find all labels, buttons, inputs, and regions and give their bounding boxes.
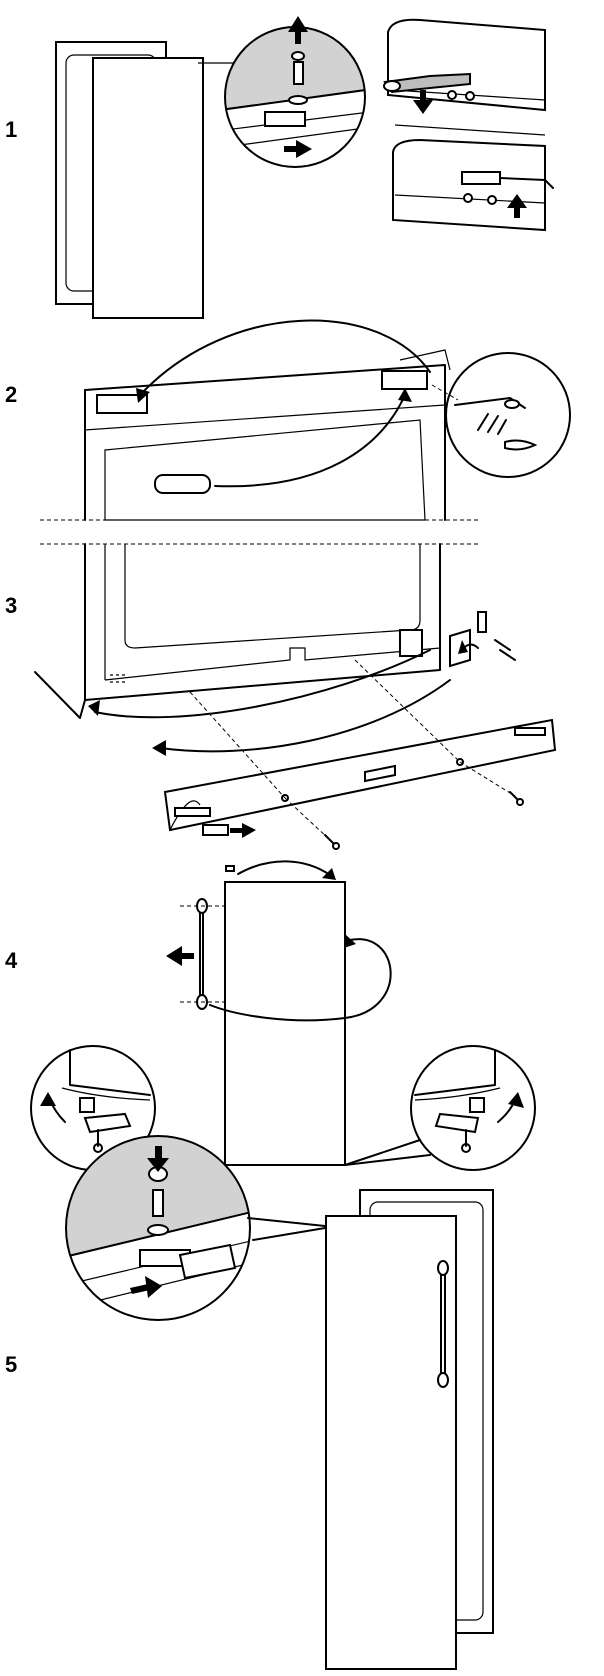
transfer-arrow-path [159,679,451,753]
screw-icon [509,791,524,806]
right-arrow-icon [284,140,312,158]
foot-hinge-bracket [449,611,516,668]
screw-guide-line [354,659,461,763]
fridge-top-panel [84,349,451,521]
step-2-number: 2 [5,382,17,407]
hinge-cover-detail-circle [431,352,571,478]
move-arrow-path [237,860,331,876]
step-1-number: 1 [5,117,17,142]
step-3-number: 3 [5,593,17,618]
step-1: 1 [5,16,554,319]
arrowhead-icon [398,388,412,402]
arrowhead-icon [88,700,100,716]
fridge-with-door [55,41,204,319]
hinge-removal-detail-lower [392,138,554,232]
hole-cap [225,865,235,872]
leader-line [247,1217,326,1227]
down-arrow-icon [147,1146,169,1172]
arrowhead-icon [152,740,166,756]
transfer-arrow-path [214,394,406,488]
left-arrow-icon [166,946,194,966]
step-2: 2 [5,319,571,545]
transfer-arrow-path [94,649,431,719]
door-panel [224,881,346,1166]
right-arrow-icon [230,823,256,838]
top-hinge-refit-detail-circle [65,1135,251,1321]
arrowhead-icon [322,868,336,880]
door-handle [180,898,225,1010]
left-foot-detail-circle [30,1045,226,1171]
hinge-removal-detail-upper [383,18,546,136]
transfer-arrow-path [139,319,431,396]
fridge-with-door-reinstalled [325,1189,494,1670]
arrowhead-icon [136,388,150,403]
step-5: 5 [5,1135,494,1670]
screw-guide-line [189,691,286,799]
step-4: 4 [5,860,536,1171]
arrowhead-icon [508,1092,524,1108]
kick-plate-panel [163,718,557,832]
screw-guide-line [459,761,516,797]
rotate-arrow-path [209,938,392,1022]
screw-icon [324,834,340,850]
arrowhead-icon [40,1092,56,1106]
leader-line [252,1227,326,1241]
cover-clip [202,824,229,836]
arrowhead-icon [344,935,356,948]
right-arrow-icon [130,1276,162,1298]
fridge-base [34,543,441,719]
right-foot-detail-circle [344,1045,536,1171]
up-arrow-icon [507,194,527,218]
step-5-number: 5 [5,1352,17,1377]
up-arrow-icon [288,16,308,44]
down-arrow-icon [413,90,433,114]
step-3: 3 [5,543,557,850]
screw-guide-line [284,797,331,841]
step-4-number: 4 [5,948,18,973]
